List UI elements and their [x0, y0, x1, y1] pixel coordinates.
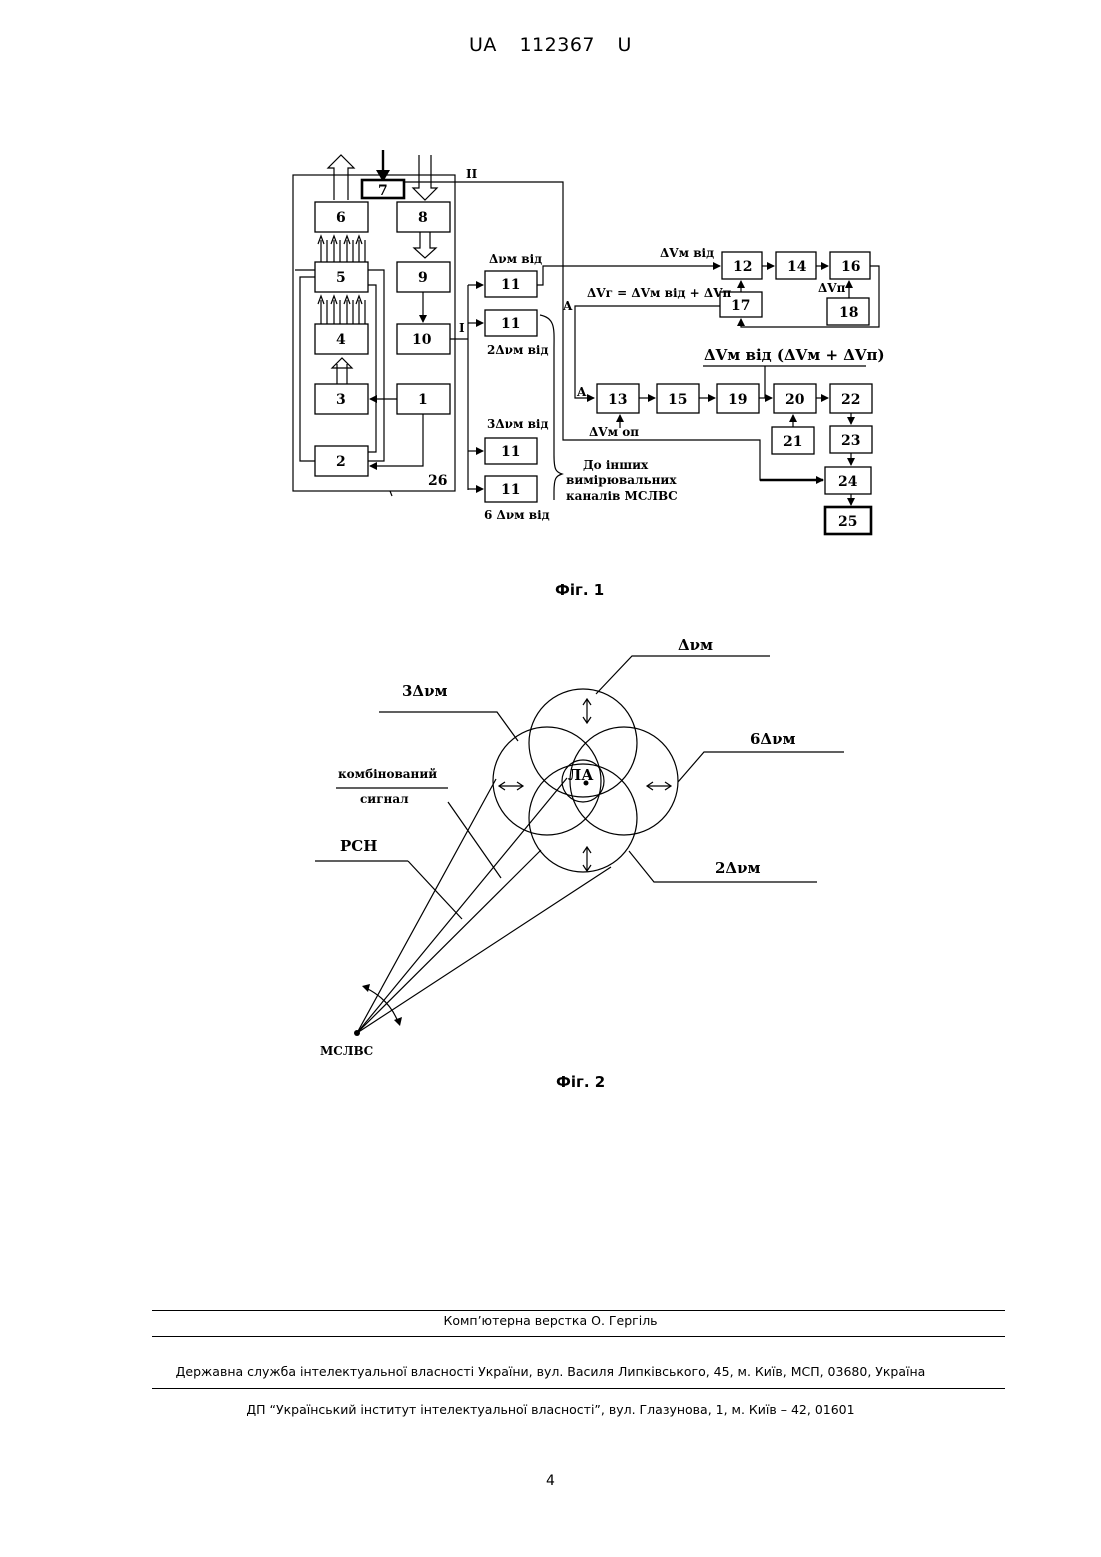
svg-text:14: 14: [787, 259, 807, 275]
svg-text:24: 24: [838, 474, 858, 490]
svg-text:15: 15: [668, 392, 687, 408]
label-left: 3Δνм: [402, 682, 448, 700]
svg-text:23: 23: [841, 433, 860, 449]
svg-text:11: 11: [501, 444, 520, 460]
footer-layout: Комп’ютерна верстка О. Гергіль: [0, 1313, 1101, 1328]
footer-rule-1: [152, 1310, 1005, 1311]
label-A-2: A: [576, 385, 587, 399]
svg-text:11: 11: [501, 277, 520, 293]
label-I: I: [459, 321, 465, 335]
note-line-2: вимірювальних: [566, 473, 677, 487]
note-line-1: До інших: [583, 458, 649, 472]
svg-text:1: 1: [418, 392, 428, 408]
page-number: 4: [0, 1473, 1101, 1489]
footer-rule-2: [152, 1336, 1005, 1337]
svg-text:5: 5: [336, 270, 346, 286]
svg-text:20: 20: [785, 392, 805, 408]
station-dot: [354, 1030, 360, 1036]
label-top: Δνм: [678, 636, 713, 654]
svg-text:19: 19: [728, 392, 747, 408]
svg-text:4: 4: [336, 332, 346, 348]
combined-signal-line1: комбінований: [338, 767, 437, 781]
svg-text:11: 11: [501, 316, 520, 332]
svg-text:13: 13: [608, 392, 627, 408]
svg-text:10: 10: [412, 332, 432, 348]
rsn-label: РСН: [340, 837, 377, 855]
formula-17: ΔVг = ΔVм від + ΔVп: [587, 286, 732, 300]
label-A-1: A: [562, 299, 573, 313]
svg-text:18: 18: [839, 305, 858, 321]
ch6-label: 6 Δνм від: [484, 508, 550, 522]
ch2-label: 2Δνм від: [487, 343, 548, 357]
figure-1-caption: Фіг. 1: [555, 581, 604, 599]
label-right: 6Δνм: [750, 730, 796, 748]
input-hollow-arrow: [413, 155, 437, 200]
combined-signal-line2: сигнал: [360, 792, 409, 806]
label-bottom: 2Δνм: [715, 859, 761, 877]
footer-institute: ДП “Український інститут інтелектуальної…: [0, 1402, 1101, 1417]
footer-office: Державна служба інтелектуальної власност…: [0, 1364, 1101, 1379]
block-7-label: 7: [378, 183, 388, 199]
svg-text:3: 3: [336, 392, 346, 408]
formula-16: ΔVп: [818, 281, 846, 295]
bus-arrows: [318, 236, 365, 384]
formula-12: ΔVм від: [660, 246, 714, 260]
formula-20: ΔVм від (ΔVм + ΔVп): [704, 346, 885, 364]
frame-label-26: 26: [428, 473, 447, 489]
svg-text:11: 11: [501, 482, 520, 498]
svg-text:22: 22: [841, 392, 860, 408]
figure-2-caption: Фіг. 2: [556, 1073, 605, 1091]
formula-13: ΔVм оп: [589, 425, 639, 439]
figure-1-block-diagram: 26 7 II 6 5 4 3 2: [293, 150, 885, 599]
svg-text:9: 9: [418, 270, 428, 286]
svg-text:2: 2: [336, 454, 346, 470]
svg-text:8: 8: [418, 210, 428, 226]
svg-text:17: 17: [731, 298, 750, 314]
center-label: ЛА: [568, 766, 594, 784]
svg-text:6: 6: [336, 210, 346, 226]
ch3-label: 3Δνм від: [487, 417, 548, 431]
figure-2-diagram: ЛА Δνм 3Δνм 6Δνм 2Δνм комбінований сигна…: [315, 636, 844, 1091]
footer-rule-3: [152, 1388, 1005, 1389]
label-II: II: [466, 167, 478, 181]
svg-text:16: 16: [841, 259, 860, 275]
output-hollow-arrow: [328, 155, 354, 200]
svg-text:21: 21: [783, 434, 802, 450]
svg-text:12: 12: [733, 259, 752, 275]
svg-text:25: 25: [838, 514, 857, 530]
note-line-3: каналів МСЛВС: [566, 489, 678, 503]
station-label: МСЛВС: [320, 1044, 373, 1058]
ch1-label: Δνм від: [489, 252, 542, 266]
